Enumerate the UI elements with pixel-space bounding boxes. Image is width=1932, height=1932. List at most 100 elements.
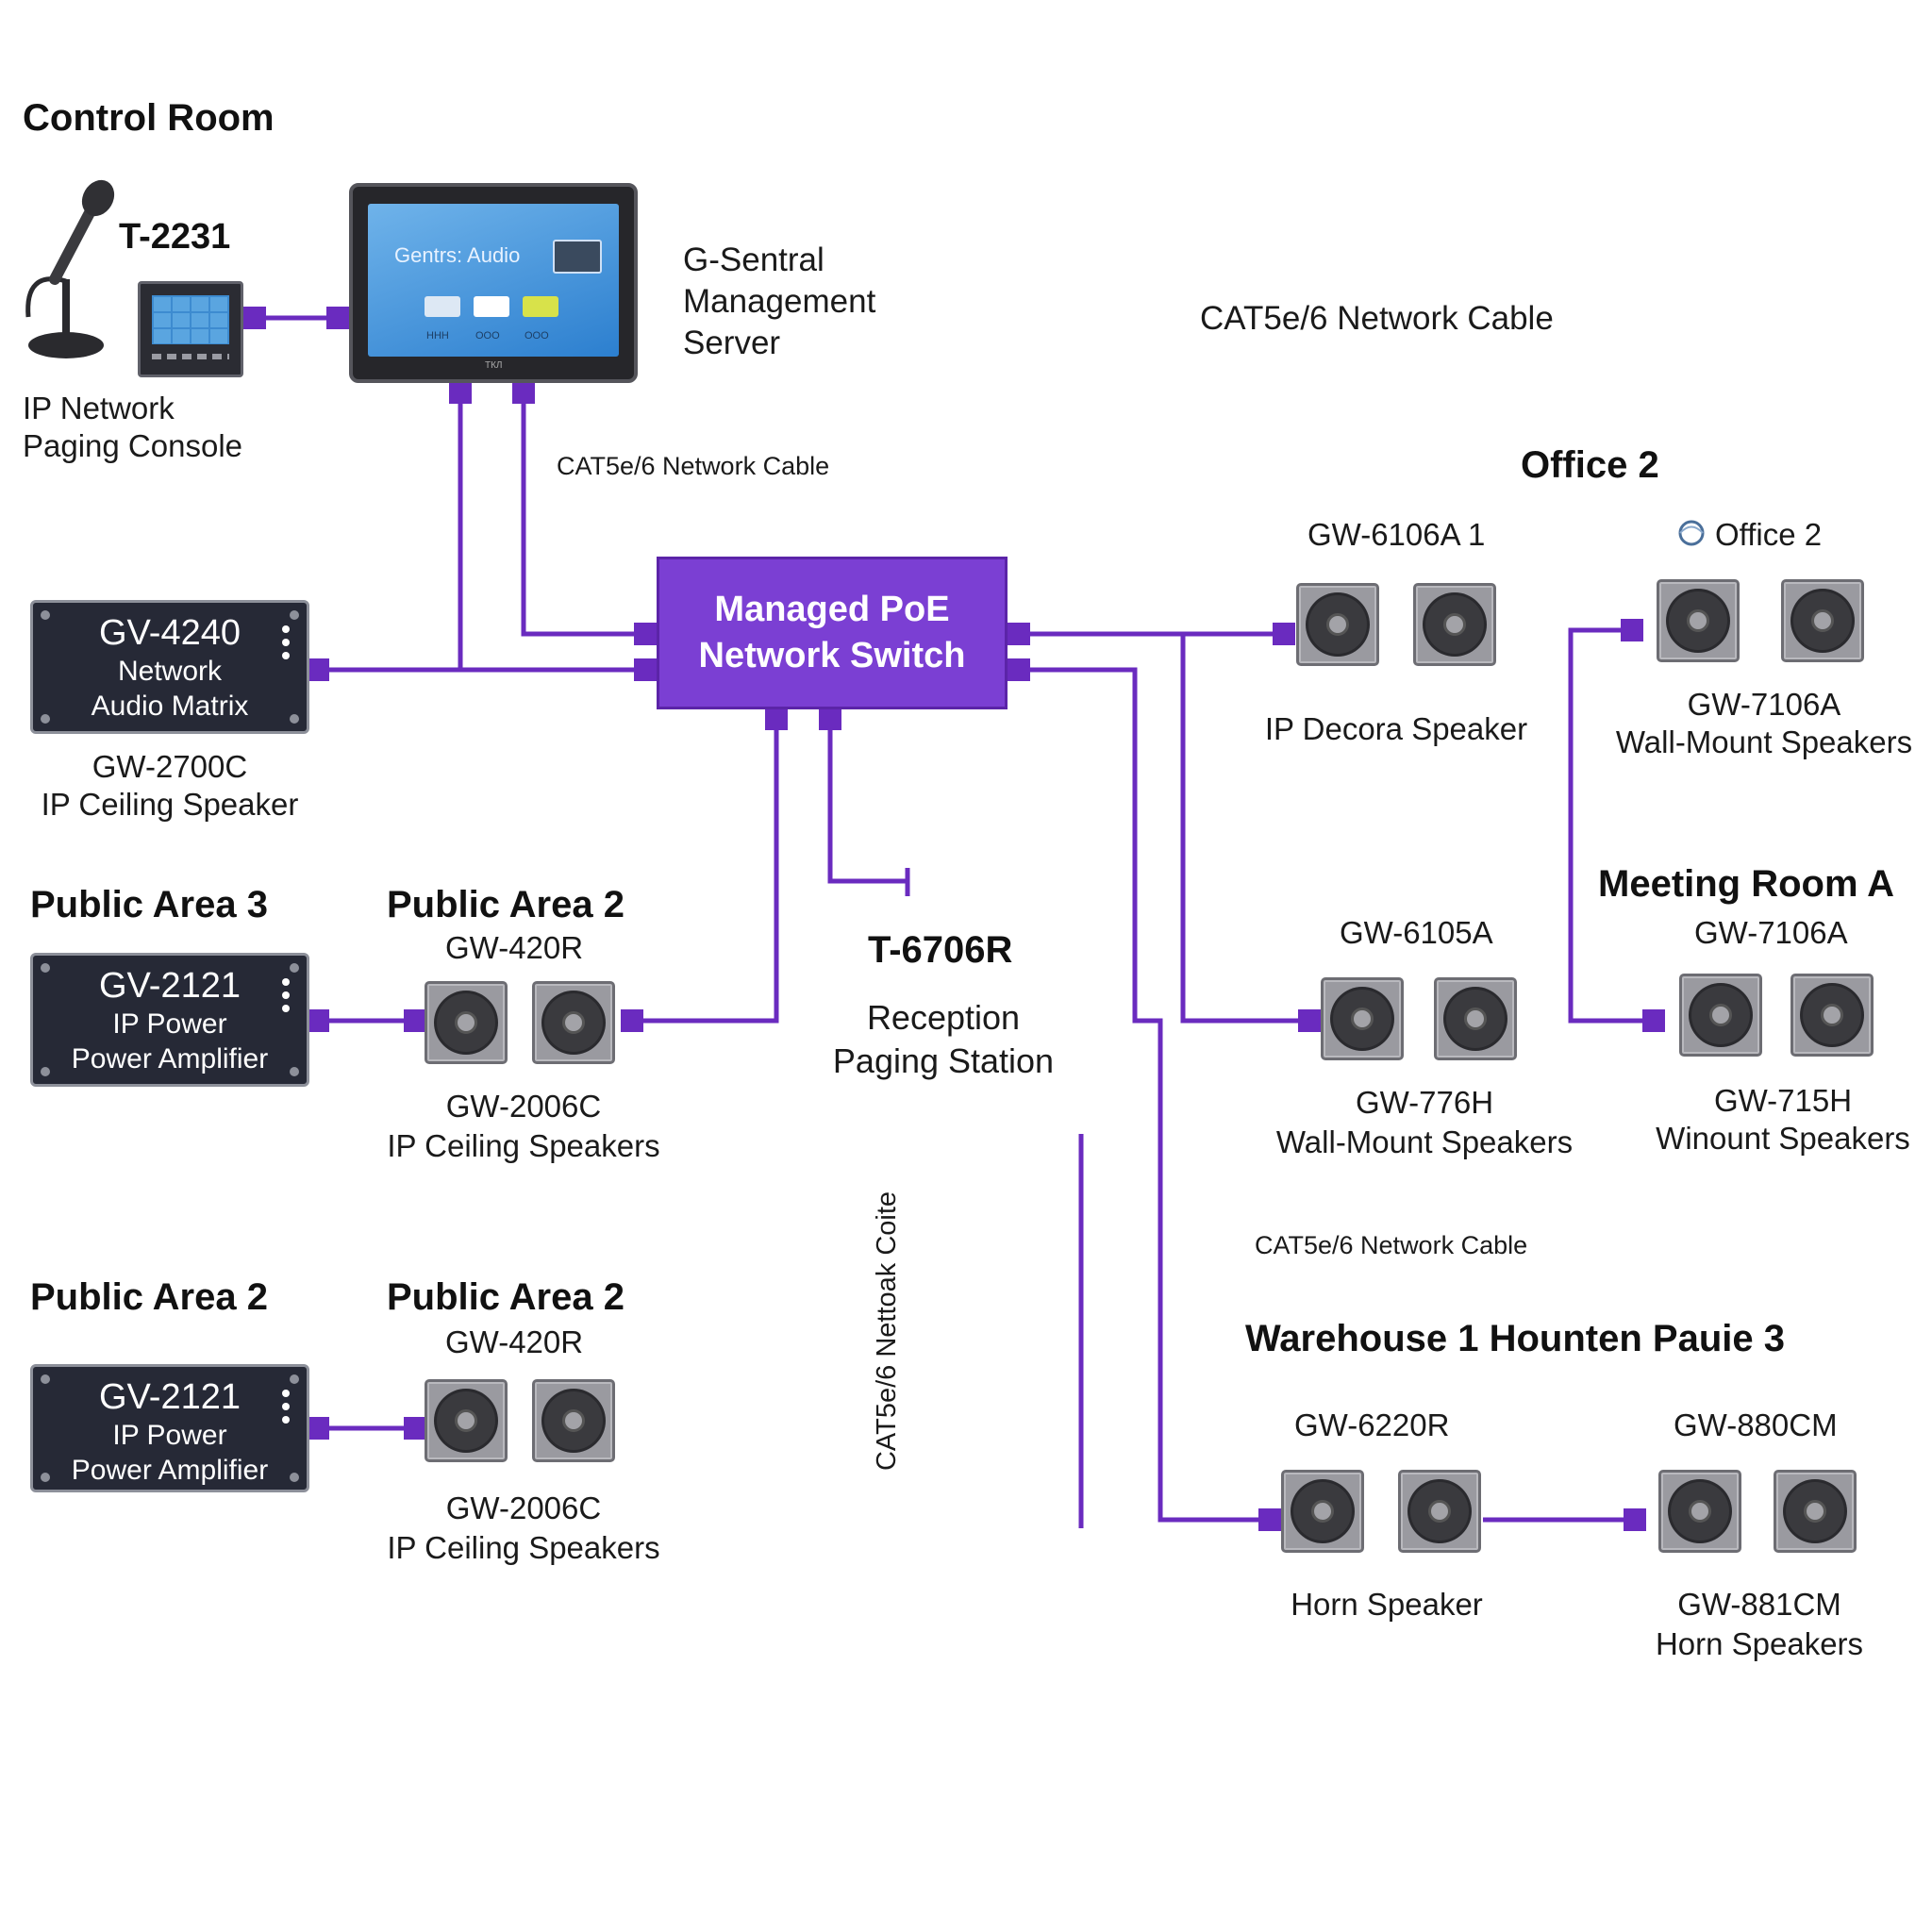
- server-brand: ТКЛ: [485, 360, 503, 371]
- server-screen-title: Gentrs: Audio: [394, 243, 521, 267]
- ceiling-speaker: [425, 1379, 508, 1462]
- cable-label-server-switch: CAT5e/6 Network Cable: [557, 452, 830, 480]
- wire-office-wall-meeting: [1568, 627, 1665, 1024]
- office-2-decora-model: GW-6106A 1: [1307, 517, 1486, 552]
- public-area-2-amplifier: GV-2121 IP Power Power Amplifier: [30, 1364, 309, 1492]
- warehouse-right-caption-line2: Horn Speakers: [1655, 1626, 1864, 1661]
- public-area-2-bottom-model: GW-420R: [445, 1324, 584, 1359]
- server-screen: Gentrs: Audio ННН ООО ООО: [368, 204, 619, 357]
- management-server-device: Gentrs: Audio ННН ООО ООО ТКЛ: [349, 183, 638, 383]
- wire-switch-reception: [827, 709, 908, 884]
- server-screen-tile: [425, 296, 460, 317]
- ceiling-speaker: [532, 1379, 615, 1462]
- console-label-line2: Paging Console: [23, 428, 242, 463]
- server-label-line1: G-Sentral: [683, 242, 824, 278]
- public-area-2-caption-line2: IP Ceiling Speakers: [387, 1128, 660, 1163]
- decora-speaker: [1296, 583, 1379, 666]
- amp-line1: IP Power: [112, 1419, 227, 1451]
- wire-server-matrix: [307, 385, 463, 673]
- wall-mount-speaker: [1679, 974, 1762, 1057]
- reception-label-line2: Paging Station: [832, 1041, 1055, 1080]
- wire-branch-meeting-left: [1180, 634, 1321, 1024]
- console-label-line1: IP Network: [23, 391, 175, 425]
- audio-matrix-caption-line1: GW-2700C: [92, 749, 248, 784]
- reception-model: T-6706R: [868, 929, 1013, 971]
- control-room-heading: Control Room: [23, 97, 275, 139]
- amp-model: GV-2121: [99, 966, 241, 1006]
- audio-matrix-line1: Network: [117, 655, 223, 687]
- wall-mount-speaker: [1781, 579, 1864, 662]
- public-area-2-caption-line1: GW-2006C: [445, 1089, 602, 1124]
- cable-connectors: [243, 307, 1665, 1531]
- amp-line1: IP Power: [112, 1008, 227, 1040]
- cable-label-top-right: CAT5e/6 Network Cable: [1200, 300, 1554, 337]
- paging-console-device: [138, 281, 243, 377]
- amp-line2: Power Amplifier: [71, 1043, 269, 1075]
- wire-switch-warehouse: [1008, 667, 1281, 1523]
- meeting-room-left-caption-line1: GW-776H: [1355, 1085, 1494, 1120]
- meeting-room-heading: Meeting Room A: [1598, 863, 1895, 905]
- warehouse-heading: Warehouse 1 Hounten Pauie 3: [1245, 1318, 1785, 1359]
- ceiling-speaker: [532, 981, 615, 1064]
- horn-speaker: [1658, 1470, 1741, 1553]
- switch-label-line2: Network Switch: [698, 636, 966, 675]
- server-screen-tile: [474, 296, 509, 317]
- wall-mount-speaker: [1657, 579, 1740, 662]
- wall-mount-speaker: [1321, 977, 1404, 1060]
- microphone-icon: [25, 179, 115, 358]
- cable-label-vertical: CAT5e/6 Nettoak Coite: [871, 1191, 902, 1472]
- switch-label-line1: Managed PoE: [714, 589, 950, 629]
- public-area-2-bottom-caption-line2: IP Ceiling Speakers: [387, 1530, 660, 1565]
- amp-line2: Power Amplifier: [71, 1455, 269, 1487]
- console-model: T-2231: [119, 217, 231, 257]
- meeting-room-right-caption-line2: Winount Speakers: [1656, 1121, 1910, 1156]
- office-2-sub-heading: Office 2: [1715, 517, 1823, 552]
- server-label-line3: Server: [683, 325, 781, 361]
- office-2-wall-caption-line1: GW-7106A: [1687, 687, 1841, 722]
- warehouse-left-caption: Horn Speaker: [1291, 1587, 1483, 1622]
- meeting-room-right-model: GW-7106A: [1694, 915, 1848, 950]
- wall-mount-speaker: [1790, 974, 1874, 1057]
- meeting-room-left-model: GW-6105A: [1340, 915, 1493, 950]
- public-area-3-heading: Public Area 3: [30, 884, 268, 925]
- decora-speaker: [1413, 583, 1496, 666]
- office-2-decora-caption: IP Decora Speaker: [1264, 711, 1528, 746]
- managed-poe-switch: Managed PoE Network Switch: [657, 557, 1008, 709]
- public-area-2-bottom-caption-line1: GW-2006C: [445, 1491, 602, 1525]
- server-screen-tile: [523, 296, 558, 317]
- amp-model: GV-2121: [99, 1377, 241, 1417]
- public-area-3-amplifier: GV-2121 IP Power Power Amplifier: [30, 953, 309, 1087]
- ceiling-speaker: [425, 981, 508, 1064]
- reception-label-line1: Reception: [866, 998, 1021, 1037]
- wire-server-switch: [521, 385, 657, 637]
- horn-speaker: [1398, 1470, 1481, 1553]
- wire-switch-public-area-2: [621, 709, 779, 1024]
- server-label-line2: Management: [683, 283, 876, 320]
- audio-matrix-device: GV-4240 Network Audio Matrix: [30, 600, 309, 734]
- meeting-room-left-caption-line2: Wall-Mount Speakers: [1275, 1124, 1574, 1159]
- meeting-room-right-caption-line1: GW-715H: [1713, 1083, 1853, 1118]
- public-area-2-model: GW-420R: [445, 930, 584, 965]
- audio-matrix-model: GV-4240: [99, 613, 241, 653]
- horn-speaker: [1281, 1470, 1364, 1553]
- cable-label-right-middle: CAT5e/6 Network Cable: [1255, 1231, 1528, 1259]
- console-screen: [152, 295, 229, 344]
- warehouse-right-caption-line1: GW-881CM: [1677, 1587, 1841, 1622]
- console-keys: [152, 354, 229, 359]
- warehouse-right-model: GW-880CM: [1674, 1407, 1838, 1442]
- public-area-2-bottom-heading: Public Area 2: [387, 1276, 625, 1318]
- server-screen-tile: [553, 240, 602, 274]
- office-2-heading: Office 2: [1521, 444, 1659, 486]
- server-screen-label: ООО: [475, 330, 500, 341]
- warehouse-left-model: GW-6220R: [1294, 1407, 1450, 1442]
- office-2-wall-caption-line2: Wall-Mount Speakers: [1615, 724, 1913, 759]
- audio-matrix-caption-line2: IP Ceiling Speaker: [41, 787, 299, 822]
- public-area-2-left-heading: Public Area 2: [30, 1276, 268, 1318]
- server-screen-label: ООО: [525, 330, 549, 341]
- audio-matrix-line2: Audio Matrix: [91, 691, 249, 723]
- server-screen-label: ННН: [426, 330, 449, 341]
- wall-mount-speaker: [1434, 977, 1517, 1060]
- public-area-2-heading: Public Area 2: [387, 884, 625, 925]
